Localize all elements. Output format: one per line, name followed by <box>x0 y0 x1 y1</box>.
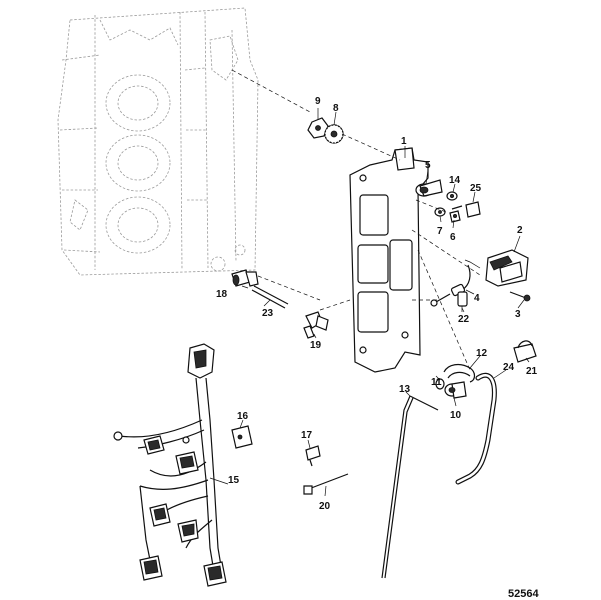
callout-17: 17 <box>301 430 313 441</box>
callout-8: 8 <box>333 103 339 114</box>
bracket-16 <box>231 425 253 449</box>
callout-15: 15 <box>228 475 240 486</box>
plug-17 <box>305 445 321 467</box>
connector-22 <box>457 291 468 312</box>
nut-9 <box>307 117 329 139</box>
callout-25: 25 <box>470 183 482 194</box>
callout-1: 1 <box>401 136 407 147</box>
callout-10: 10 <box>450 410 462 421</box>
callout-23: 23 <box>262 308 274 319</box>
callout-22: 22 <box>458 314 470 325</box>
assembly-lines <box>231 69 481 371</box>
washer-7 <box>434 207 446 217</box>
callout-9: 9 <box>315 96 321 107</box>
sensor-18 <box>231 269 259 287</box>
fitting-10 <box>444 381 467 399</box>
nut-6 <box>449 210 461 223</box>
screw-3 <box>509 291 531 302</box>
rod-13 <box>381 395 439 579</box>
clamp-21 <box>513 340 537 363</box>
tie-strap-20 <box>303 473 349 495</box>
callout-16: 16 <box>237 411 249 422</box>
callout-7: 7 <box>437 226 443 237</box>
callout-24: 24 <box>503 362 515 373</box>
bolt-25 <box>451 201 481 218</box>
tee-fitting-19 <box>303 311 329 339</box>
callout-2: 2 <box>517 225 523 236</box>
callout-4: 4 <box>474 293 480 304</box>
callout-20: 20 <box>319 501 331 512</box>
callout-12: 12 <box>476 348 488 359</box>
callout-6: 6 <box>450 232 456 243</box>
bushing-5 <box>415 179 443 197</box>
callout-13: 13 <box>399 384 411 395</box>
callout-14: 14 <box>449 175 461 186</box>
callout-19: 19 <box>310 340 322 351</box>
callout-5: 5 <box>425 160 431 171</box>
washer-14 <box>446 191 458 201</box>
callout-21: 21 <box>526 366 538 377</box>
tube-23 <box>251 285 289 309</box>
wiring-harness-15 <box>113 343 227 587</box>
engine-block-phantom <box>57 7 259 276</box>
clip-12 <box>443 363 476 383</box>
callout-11: 11 <box>431 377 442 388</box>
callout-18: 18 <box>216 289 228 300</box>
figure-number: 52564 <box>508 588 539 600</box>
hose-24 <box>455 372 497 485</box>
ignition-coil <box>464 249 529 287</box>
callout-3: 3 <box>515 309 521 320</box>
leader-lines <box>209 108 530 497</box>
gear-8 <box>324 124 344 144</box>
grommet-11 <box>435 378 445 390</box>
mounting-plate <box>349 147 429 373</box>
callout-labels: 1 2 3 4 5 6 7 8 9 10 11 12 13 14 15 16 1… <box>216 96 538 512</box>
